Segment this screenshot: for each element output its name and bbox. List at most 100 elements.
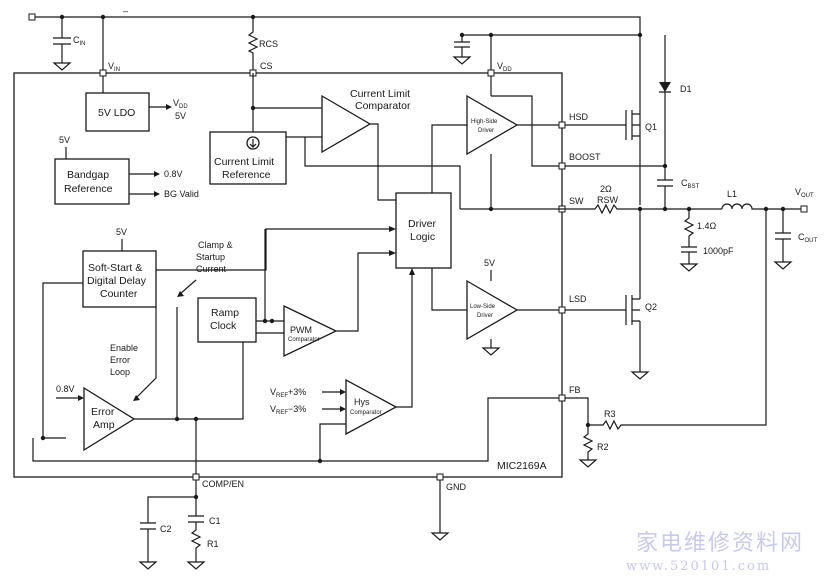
comp-en-wire (147, 419, 197, 523)
vdd-cap (452, 34, 640, 65)
softstart-to-logic (156, 228, 390, 271)
c2-capacitor (138, 522, 158, 570)
cbst-capacitor (657, 179, 673, 209)
sw-pin-label: SW (569, 196, 584, 206)
driver-logic-label-2: Logic (410, 231, 435, 243)
fb-to-hys (319, 423, 346, 461)
hsd-pin (558, 121, 566, 129)
enable-label-3: Loop (110, 367, 130, 377)
cl-comparator (321, 94, 372, 154)
node-ramp-b (269, 318, 275, 324)
current-source-arrow (249, 139, 257, 148)
hsd-pin-label: HSD (569, 112, 589, 122)
gnd-pin (436, 473, 444, 481)
q2-label: Q2 (645, 302, 657, 312)
bandgap-out1-arrow (154, 171, 160, 177)
fb-pin-label: FB (569, 385, 581, 395)
c2-label: C2 (160, 524, 172, 534)
q1-mosfet (625, 110, 640, 140)
c1-capacitor (186, 497, 206, 570)
ldo-block (85, 92, 150, 132)
node-cs (250, 105, 256, 111)
clamp-arrow (179, 279, 197, 295)
vin-pin (99, 69, 107, 77)
ls-supply-label: 5V (484, 258, 495, 268)
ls-driver-label-2: Driver (477, 313, 493, 319)
driver-logic-block (395, 192, 452, 269)
node-fb-hys (317, 458, 323, 464)
r3-label: R3 (604, 409, 616, 419)
cs-pin-label: CS (260, 61, 273, 71)
bandgap-out1-label: 0.8V (164, 169, 183, 179)
snubber-c-label: 1000pF (703, 246, 734, 256)
d1-label: D1 (680, 84, 692, 94)
ramp-label-2: Clock (210, 320, 237, 332)
ldo-out-label: VDD (173, 98, 188, 110)
vdd-pin (487, 69, 495, 77)
ls-driver-label-1: Low-Side (470, 304, 496, 310)
q1-label: Q1 (645, 122, 657, 132)
ldo-label: 5V LDO (98, 107, 135, 119)
l1-inductor (721, 203, 801, 210)
d1-diode (659, 82, 671, 92)
watermark-text: 家电维修资料网 (636, 531, 804, 556)
ldo-out-voltage: 5V (175, 111, 186, 121)
cin-label: CIN (73, 35, 86, 47)
pwm-to-logic (336, 252, 390, 332)
ramp-label-1: Ramp (211, 307, 239, 319)
watermark-url: www.520101.com (626, 559, 771, 574)
gnd-pin-label: GND (446, 482, 467, 492)
vin-terminal (28, 13, 36, 21)
r1-label: R1 (207, 539, 219, 549)
chip-name: MIC2169A (497, 460, 547, 472)
node-vdd-cap (459, 32, 465, 38)
softstart-label-1: Soft-Start & (88, 262, 142, 274)
vdd-pin-label: VDD (497, 61, 512, 73)
enable-label-1: Enable (110, 343, 138, 353)
cl-comp-label-1: Current Limit (350, 88, 410, 100)
hys-to-logic (396, 274, 413, 408)
pwm-to-logic-arrow (389, 250, 396, 256)
softstart-supply-label: 5V (116, 227, 127, 237)
node-clamp (174, 416, 180, 422)
erramp-ref-arrow (78, 395, 84, 401)
hys-to-logic-arrow (409, 268, 415, 275)
logic-to-hs (431, 124, 467, 193)
node-boost (662, 163, 668, 169)
cl-comp-to-logic (370, 123, 396, 201)
vref-plus-label: VREF+3% (270, 387, 306, 399)
r2-label: R2 (597, 442, 609, 452)
cbst-label: CBST (681, 178, 700, 190)
vref-minus-label: VREF−3% (270, 404, 306, 416)
enable-label-2: Error (110, 355, 130, 365)
ldo-out-arrowhead (166, 104, 172, 110)
sw-sense-wire (304, 137, 461, 209)
erramp-out (134, 332, 284, 420)
cl-ref-label-2: Reference (222, 169, 271, 181)
hys-label-1: Hys (354, 397, 370, 407)
clamp-arrowhead (177, 291, 184, 297)
top-rail (35, 16, 641, 205)
softstart-loop-wire (42, 282, 83, 439)
comp-en-pin-label: COMP/EN (202, 479, 244, 489)
node-softstart-loop (40, 435, 46, 441)
vout-label: VOUT (795, 187, 814, 199)
pwm-label-1: PWM (290, 325, 312, 335)
top-minus-sign: – (123, 6, 128, 16)
boost-pin (558, 162, 566, 170)
bandgap-out2-label: BG Valid (164, 189, 199, 199)
softstart-label-2: Digital Delay (87, 275, 147, 287)
snubber-r-label: 1.4Ω (697, 221, 717, 231)
hys-comparator (345, 378, 398, 436)
softstart-label-3: Counter (100, 288, 138, 300)
r2-resistor (578, 425, 598, 468)
vref-minus-arrow (340, 406, 346, 412)
softstart-to-logic-arrow (389, 226, 396, 232)
node-sw-logic (488, 206, 494, 212)
boost-wire (491, 95, 665, 167)
cs-wire (252, 73, 322, 132)
pwm-comparator (283, 304, 338, 358)
error-amp (83, 386, 136, 452)
vin-pin-label: VIN (108, 61, 120, 73)
vref-plus-arrow (340, 389, 346, 395)
